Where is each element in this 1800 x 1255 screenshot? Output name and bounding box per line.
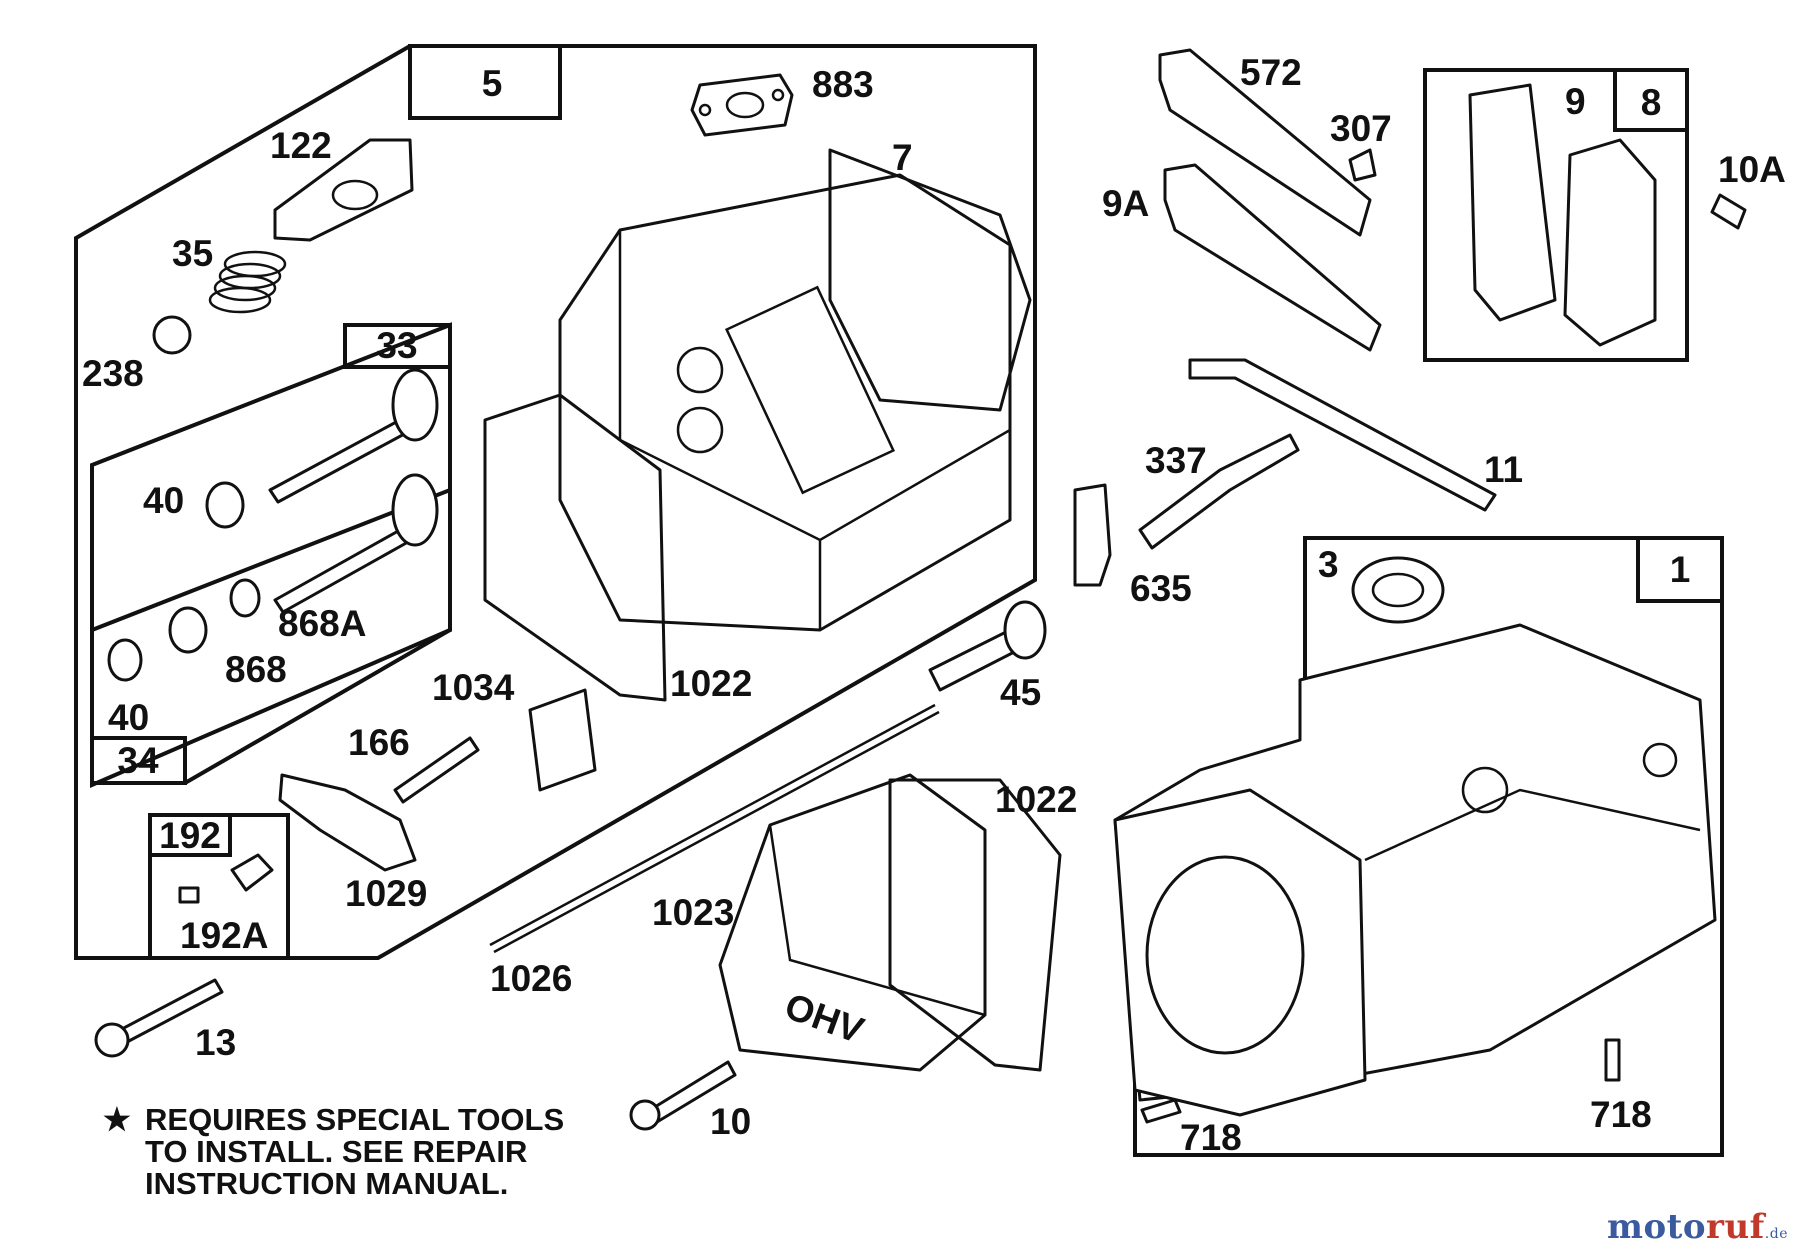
- box-5: [408, 44, 562, 120]
- callout-718b: 718: [1590, 1094, 1652, 1135]
- exhaust-valve: [268, 368, 439, 504]
- callout-868: 868: [225, 649, 287, 690]
- cylinder-head: [558, 173, 1012, 632]
- breather-cover: [1563, 138, 1657, 347]
- box-192: [148, 813, 232, 857]
- watermark-part-1: moto: [1606, 1207, 1707, 1247]
- push-rod-1026: [489, 703, 936, 947]
- callout-8: 8: [1641, 82, 1662, 123]
- callout-122: 122: [270, 125, 332, 166]
- callout-166: 166: [348, 722, 410, 763]
- rocker-stud-166: [393, 736, 480, 804]
- callout-5: 5: [482, 63, 503, 104]
- callout-192A: 192A: [180, 915, 268, 956]
- screw-10A: [1710, 193, 1747, 230]
- callout-45: 45: [1000, 672, 1041, 713]
- box-8: [1613, 68, 1689, 132]
- callout-307: 307: [1330, 108, 1392, 149]
- callout-868A: 868A: [278, 603, 366, 644]
- breather-tube-11: [1188, 358, 1497, 512]
- note-line-2: TO INSTALL. SEE REPAIR: [145, 1134, 527, 1169]
- gasket-9A: [1163, 163, 1382, 352]
- note-line-3: INSTRUCTION MANUAL.: [145, 1166, 508, 1201]
- callout-337: 337: [1145, 440, 1207, 481]
- callout-9: 9: [1565, 81, 1586, 122]
- retainer-868: [168, 606, 208, 654]
- cylinder-head-kit-frame: [74, 44, 1037, 960]
- box-34: [90, 736, 187, 785]
- callout-1029: 1029: [345, 873, 427, 914]
- callout-34: 34: [117, 740, 159, 781]
- intake-gasket-883: [690, 73, 794, 137]
- callout-35: 35: [172, 233, 213, 274]
- callout-883: 883: [812, 64, 874, 105]
- dowel-pin-718a: [1140, 1098, 1182, 1124]
- valve-rotator-40: [205, 481, 245, 529]
- gasket-572: [1158, 48, 1372, 237]
- rocker-cover-gasket-1022: [483, 393, 667, 702]
- note-line-1: REQUIRES SPECIAL TOOLS: [145, 1102, 564, 1137]
- callout-10: 10: [710, 1101, 751, 1142]
- callout-40b: 40: [108, 697, 149, 738]
- callout-572: 572: [1240, 52, 1302, 93]
- callout-192: 192: [159, 815, 221, 856]
- breather-gasket-9: [1468, 83, 1557, 322]
- callout-3: 3: [1318, 544, 1339, 585]
- valve-seal-868A: [229, 578, 261, 618]
- callout-1026: 1026: [490, 958, 572, 999]
- callout-40a: 40: [143, 480, 184, 521]
- spark-plug-boot-635: [1073, 483, 1112, 587]
- rocker-arm-1029: [278, 773, 417, 872]
- callout-635: 635: [1130, 568, 1192, 609]
- callout-1022a: 1022: [670, 663, 752, 704]
- box-33: [343, 323, 452, 369]
- callout-9A: 9A: [1102, 183, 1149, 224]
- note-star: ★: [103, 1102, 131, 1137]
- intake-valve: [273, 473, 439, 614]
- guide-plate-1034: [528, 688, 597, 792]
- callout-10A: 10A: [1718, 149, 1786, 190]
- dowel-pin-718b: [1604, 1038, 1621, 1082]
- callout-718a: 718: [1180, 1117, 1242, 1158]
- valve-spring-35: [208, 250, 287, 314]
- callout-1023: 1023: [652, 892, 734, 933]
- cover-gasket-1022: [888, 778, 1062, 1072]
- watermark-logo: motoruf.de: [1607, 1207, 1788, 1247]
- watermark-part-3: .de: [1764, 1226, 1788, 1242]
- valve-cap-238: [152, 315, 192, 355]
- callout-13: 13: [195, 1022, 236, 1063]
- head-gasket-7: [828, 148, 1032, 412]
- callout-33: 33: [376, 325, 417, 366]
- spark-plug-337: [1138, 433, 1300, 550]
- screw-307: [1348, 148, 1377, 182]
- callout-11: 11: [1484, 449, 1523, 490]
- callout-1034: 1034: [432, 667, 515, 708]
- box-1: [1636, 536, 1724, 603]
- oil-seal-3: [1351, 556, 1445, 624]
- callout-1: 1: [1670, 549, 1691, 590]
- callout-238: 238: [82, 353, 144, 394]
- adjust-nut-192: [230, 853, 274, 892]
- valve-rotator-40b: [107, 638, 143, 682]
- box-8-frame: [1423, 68, 1689, 362]
- rocker-cover-1023: [718, 773, 987, 1072]
- set-screw-192A: [178, 886, 200, 904]
- engine-block: [1113, 623, 1717, 1117]
- callout-1022b: 1022: [995, 779, 1077, 820]
- watermark-part-2: ruf: [1706, 1207, 1765, 1247]
- callout-7: 7: [892, 137, 913, 178]
- spacer-plate-122: [273, 138, 414, 242]
